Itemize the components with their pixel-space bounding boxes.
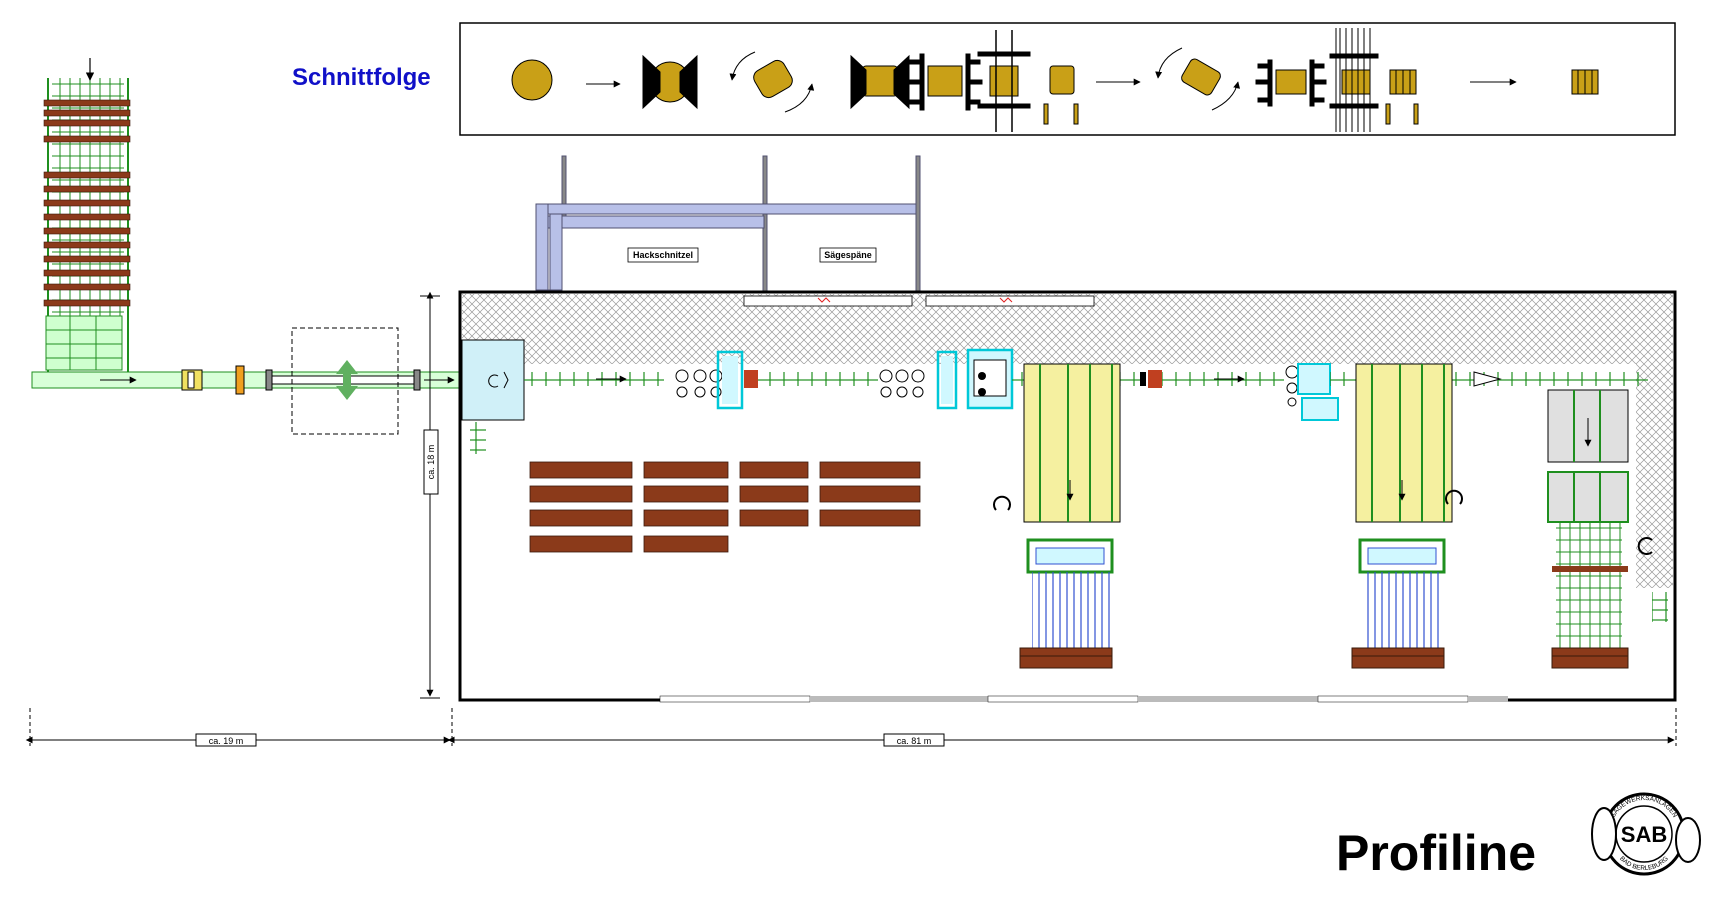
metal-detector <box>235 365 245 395</box>
chipper-canter-1 <box>716 350 744 410</box>
clamped-log-icon <box>642 54 698 110</box>
sorting-bay-1 <box>1019 363 1121 669</box>
waste-conveyor-return <box>1636 364 1673 588</box>
cutting-sequence-title: Schnittfolge <box>292 64 431 91</box>
stairs <box>470 422 486 454</box>
lumber-storage <box>529 461 921 553</box>
final-boards-icon <box>1571 69 1599 95</box>
boards-icon <box>1385 69 1419 125</box>
dimension-length: ca. 19 m ca. 81 m <box>25 708 1677 747</box>
log-icon <box>511 59 553 101</box>
operator-icon <box>993 489 1653 555</box>
sawdust-bin: Sägespäne <box>819 247 877 263</box>
sab-logo: SAB SÄGEWERKSANLAGEN BAD BERLEBURG <box>1591 792 1701 876</box>
multi-rip-icon <box>1329 28 1379 132</box>
width-label: ca. 18 m <box>426 445 436 480</box>
reducer-rollers <box>1285 365 1299 407</box>
rotate-icon <box>729 51 815 113</box>
clamped-cant-icon <box>850 54 910 110</box>
reducer-rollers <box>879 369 925 398</box>
logo-initials: SAB <box>1621 822 1667 847</box>
chipper-icon <box>907 53 983 111</box>
saw-control-box <box>1301 397 1339 421</box>
chips-label: Hackschnitzel <box>633 250 693 260</box>
cant-sideboards-icon <box>1043 65 1079 125</box>
rotate-icon <box>1155 47 1241 111</box>
dimension-width: ca. 18 m <box>420 291 440 699</box>
multi-rip-saw <box>1297 363 1331 395</box>
saw-cut-icon <box>977 30 1031 132</box>
product-title: Profiline <box>1336 825 1537 881</box>
sawdust-label: Sägespäne <box>824 250 872 260</box>
log-infeed-machine <box>461 339 525 421</box>
log-sorting-grid <box>45 315 123 371</box>
log-stack <box>43 99 131 307</box>
sorting-bay-3 <box>1547 389 1629 669</box>
infeed-length-label: ca. 19 m <box>209 736 244 746</box>
sorting-bay-2 <box>1351 363 1453 669</box>
log-deck <box>43 58 131 372</box>
chipper-canter-2 <box>936 350 958 410</box>
turner-arrow-icon <box>336 360 358 400</box>
stairs <box>1652 592 1668 622</box>
chipper-icon <box>1255 59 1327 107</box>
hall-length-label: ca. 81 m <box>897 736 932 746</box>
log-turner-area <box>291 327 399 435</box>
chips-bin: Hackschnitzel <box>627 247 699 263</box>
reducer-rollers <box>675 369 723 398</box>
cutting-sequence-steps <box>511 28 1599 132</box>
